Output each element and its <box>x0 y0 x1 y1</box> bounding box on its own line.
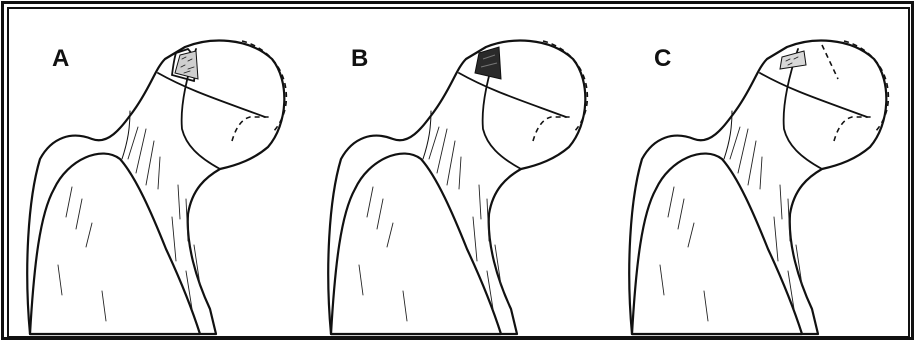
panel-label-a: A <box>52 45 69 72</box>
panel-b: B <box>311 9 607 336</box>
femoral-head-drawing-c: C <box>612 9 908 336</box>
panel-a: A <box>10 9 306 336</box>
panel-label-c: C <box>654 45 671 72</box>
femur-shape <box>629 41 886 334</box>
femur-shape <box>27 41 284 334</box>
femur-shape <box>328 41 585 334</box>
panel-c: C <box>612 9 908 336</box>
panel-label-b: B <box>351 45 368 72</box>
femoral-head-drawing-a: A <box>10 9 306 336</box>
femoral-head-drawing-b: B <box>311 9 607 336</box>
